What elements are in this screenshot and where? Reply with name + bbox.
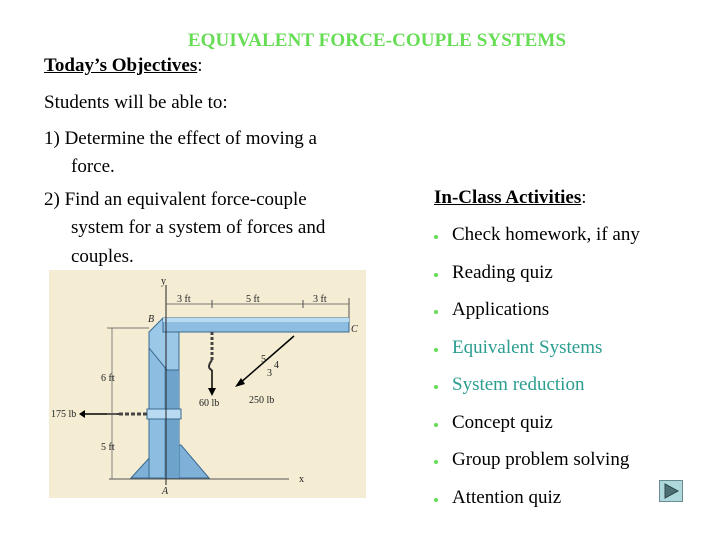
play-next-icon xyxy=(664,483,680,499)
label-y-axis: y xyxy=(161,276,166,287)
objective-1-line2: force. xyxy=(71,156,115,177)
bullet-icon xyxy=(434,497,438,502)
label-dim-top-3: 3 ft xyxy=(313,294,327,305)
slide-title: EQUIVALENT FORCE-COUPLE SYSTEMS xyxy=(187,30,567,51)
activity-item-link[interactable]: Equivalent Systems xyxy=(434,337,640,375)
activities-list: Check homework, if any Reading quiz Appl… xyxy=(434,224,640,524)
bullet-icon xyxy=(434,347,438,352)
label-force-60: 60 lb xyxy=(199,398,219,409)
label-slope-5: 5 xyxy=(261,354,266,365)
system-reduction-link[interactable]: System reduction xyxy=(452,374,585,395)
label-force-250: 250 lb xyxy=(249,395,274,406)
activity-item: Concept quiz xyxy=(434,412,640,450)
bullet-icon xyxy=(434,460,438,464)
bullet-icon xyxy=(434,422,438,427)
crane-diagram: y x B C A 3 ft 5 ft 3 ft 6 ft 5 ft 175 l… xyxy=(49,270,366,498)
label-dim-left-2: 5 ft xyxy=(101,442,115,453)
label-dim-left-1: 6 ft xyxy=(101,373,115,384)
activity-item: Group problem solving xyxy=(434,449,640,487)
objectives-heading: Today’s Objectives: xyxy=(44,55,203,76)
bullet-icon xyxy=(434,310,438,314)
label-point-a: A xyxy=(161,486,169,497)
objective-2-line2: system for a system of forces and xyxy=(71,217,326,238)
activity-item-link[interactable]: System reduction xyxy=(434,374,640,412)
objectives-intro: Students will be able to: xyxy=(44,92,228,113)
bullet-icon xyxy=(434,385,438,389)
bullet-icon xyxy=(434,272,438,277)
next-slide-button[interactable] xyxy=(659,480,683,502)
bullet-icon xyxy=(434,235,438,239)
objective-2-line3: couples. xyxy=(71,246,134,267)
activity-item: Attention quiz xyxy=(434,487,640,525)
activities-heading: In-Class Activities: xyxy=(434,187,587,208)
activity-item: Check homework, if any xyxy=(434,224,640,262)
activity-item: Reading quiz xyxy=(434,262,640,300)
label-force-175: 175 lb xyxy=(51,409,76,420)
activity-item: Applications xyxy=(434,299,640,337)
label-dim-top-1: 3 ft xyxy=(177,294,191,305)
label-slope-3: 3 xyxy=(267,368,272,379)
label-point-c: C xyxy=(351,324,358,335)
label-slope-4: 4 xyxy=(274,360,279,371)
equivalent-systems-link[interactable]: Equivalent Systems xyxy=(452,336,603,358)
objective-1-line1: 1) Determine the effect of moving a xyxy=(44,128,317,149)
label-x-axis: x xyxy=(299,474,304,485)
label-dim-top-2: 5 ft xyxy=(246,294,260,305)
objective-2-line1: 2) Find an equivalent force-couple xyxy=(44,189,307,210)
label-point-b: B xyxy=(148,314,154,325)
